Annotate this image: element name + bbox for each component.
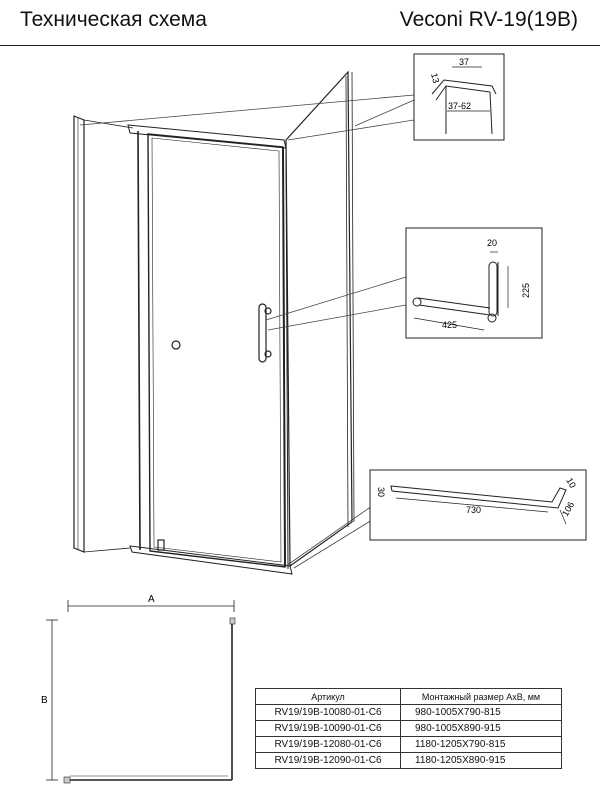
left-wall-line bbox=[83, 119, 134, 129]
page-title: Техническая схема bbox=[20, 8, 207, 31]
door-handle bbox=[258, 303, 272, 363]
model-name: Veconi RV-19(19B) bbox=[399, 8, 578, 31]
table-cell-article: RV19/19B-12090-01-C6 bbox=[255, 752, 401, 769]
table-cell-size: 980-1005X790-815 bbox=[400, 704, 562, 721]
bar-height: 30 bbox=[376, 487, 386, 497]
handle-height: 225 bbox=[521, 283, 531, 298]
table-cell-article: RV19/19B-10080-01-C6 bbox=[255, 704, 401, 721]
handle-offset: 20 bbox=[487, 238, 497, 248]
left-panel bbox=[73, 115, 85, 553]
door-knob bbox=[171, 340, 181, 350]
plan-depth-label: B bbox=[41, 695, 48, 706]
header-rule bbox=[0, 45, 600, 46]
profile-depth: 13 bbox=[429, 72, 441, 84]
table-cell-article: RV19/19B-12080-01-C6 bbox=[255, 736, 401, 753]
leader-lines bbox=[79, 94, 415, 569]
table-row: RV19/19B-12090-01-C6 1180-1205X890-915 bbox=[255, 752, 562, 769]
sizes-table: Артикул Монтажный размер AxB, мм RV19/19… bbox=[255, 688, 562, 769]
table-cell-size: 1180-1205X790-815 bbox=[400, 736, 562, 753]
plan-view bbox=[46, 600, 236, 784]
table-row: RV19/19B-12080-01-C6 1180-1205X790-815 bbox=[255, 736, 562, 753]
plan-width-label: A bbox=[148, 594, 155, 605]
table-cell-article: RV19/19B-10090-01-C6 bbox=[255, 720, 401, 737]
table-row: RV19/19B-10080-01-C6 980-1005X790-815 bbox=[255, 704, 562, 721]
handle-length: 425 bbox=[442, 320, 457, 330]
bottom-threshold bbox=[129, 545, 293, 575]
detail-bar: 30 730 10 106 bbox=[369, 469, 587, 541]
bar-end-a: 10 bbox=[564, 476, 578, 490]
door-hinge-profile bbox=[137, 130, 141, 551]
table-cell-size: 1180-1205X890-915 bbox=[400, 752, 562, 769]
table-header-size: Монтажный размер AxB, мм bbox=[400, 688, 562, 705]
profile-width: 37 bbox=[459, 57, 469, 67]
right-panel bbox=[285, 70, 353, 568]
shower-enclosure bbox=[73, 70, 355, 575]
door-frame bbox=[147, 133, 286, 568]
profile-range: 37-62 bbox=[448, 101, 471, 111]
table-header-article: Артикул bbox=[255, 688, 401, 705]
table-cell-size: 980-1005X890-915 bbox=[400, 720, 562, 737]
bar-length: 730 bbox=[466, 505, 481, 515]
table-row: RV19/19B-10090-01-C6 980-1005X890-915 bbox=[255, 720, 562, 737]
detail-handle: 20 225 425 bbox=[405, 227, 543, 339]
page-header: Техническая схема Veconi RV-19(19B) bbox=[0, 0, 600, 46]
detail-profile: 37 13 37-62 bbox=[413, 53, 505, 141]
